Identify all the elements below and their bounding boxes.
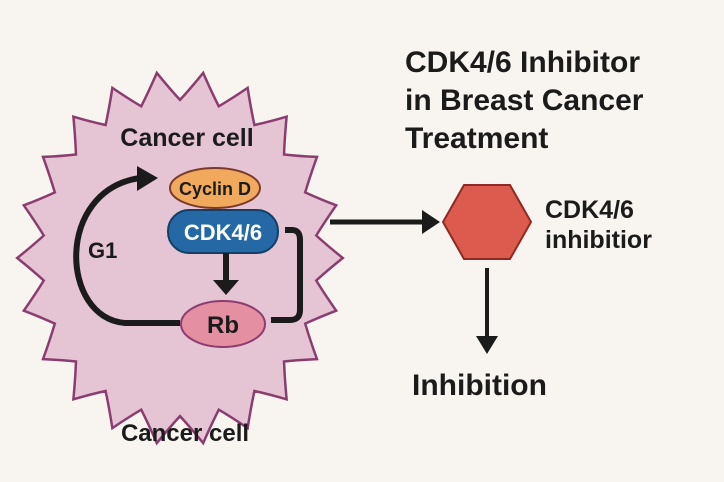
inhibitor-label-line2: inhibitior — [545, 226, 652, 254]
rb-label: Rb — [207, 312, 239, 339]
g1-cycle-arrow — [73, 175, 180, 326]
arrowhead-icon — [213, 280, 239, 295]
arrowhead-icon — [476, 336, 498, 354]
inhibitor-hexagon-icon — [441, 184, 533, 260]
cell-label-bottom: Cancer cell — [121, 420, 249, 447]
rb-node — [180, 300, 266, 348]
title-line3: Treatment — [405, 122, 548, 155]
cancer-cell-membrane — [15, 70, 345, 446]
g1-label: G1 — [88, 238, 117, 263]
cell-label-top: Cancer cell — [120, 124, 253, 152]
inhibitor-label-line1: CDK4/6 — [545, 196, 634, 224]
cyclin-d-node — [169, 167, 261, 209]
cdk46-label: CDK4/6 — [184, 220, 262, 245]
feedback-bracket — [271, 227, 303, 323]
result-label: Inhibition — [412, 369, 547, 402]
arrowhead-icon — [422, 210, 440, 234]
g1-arrowhead-icon — [137, 166, 158, 191]
title-line2: in Breast Cancer — [405, 84, 644, 117]
cyclin-d-label: Cyclin D — [179, 179, 251, 199]
title-line1: CDK4/6 Inhibitor — [405, 46, 640, 79]
